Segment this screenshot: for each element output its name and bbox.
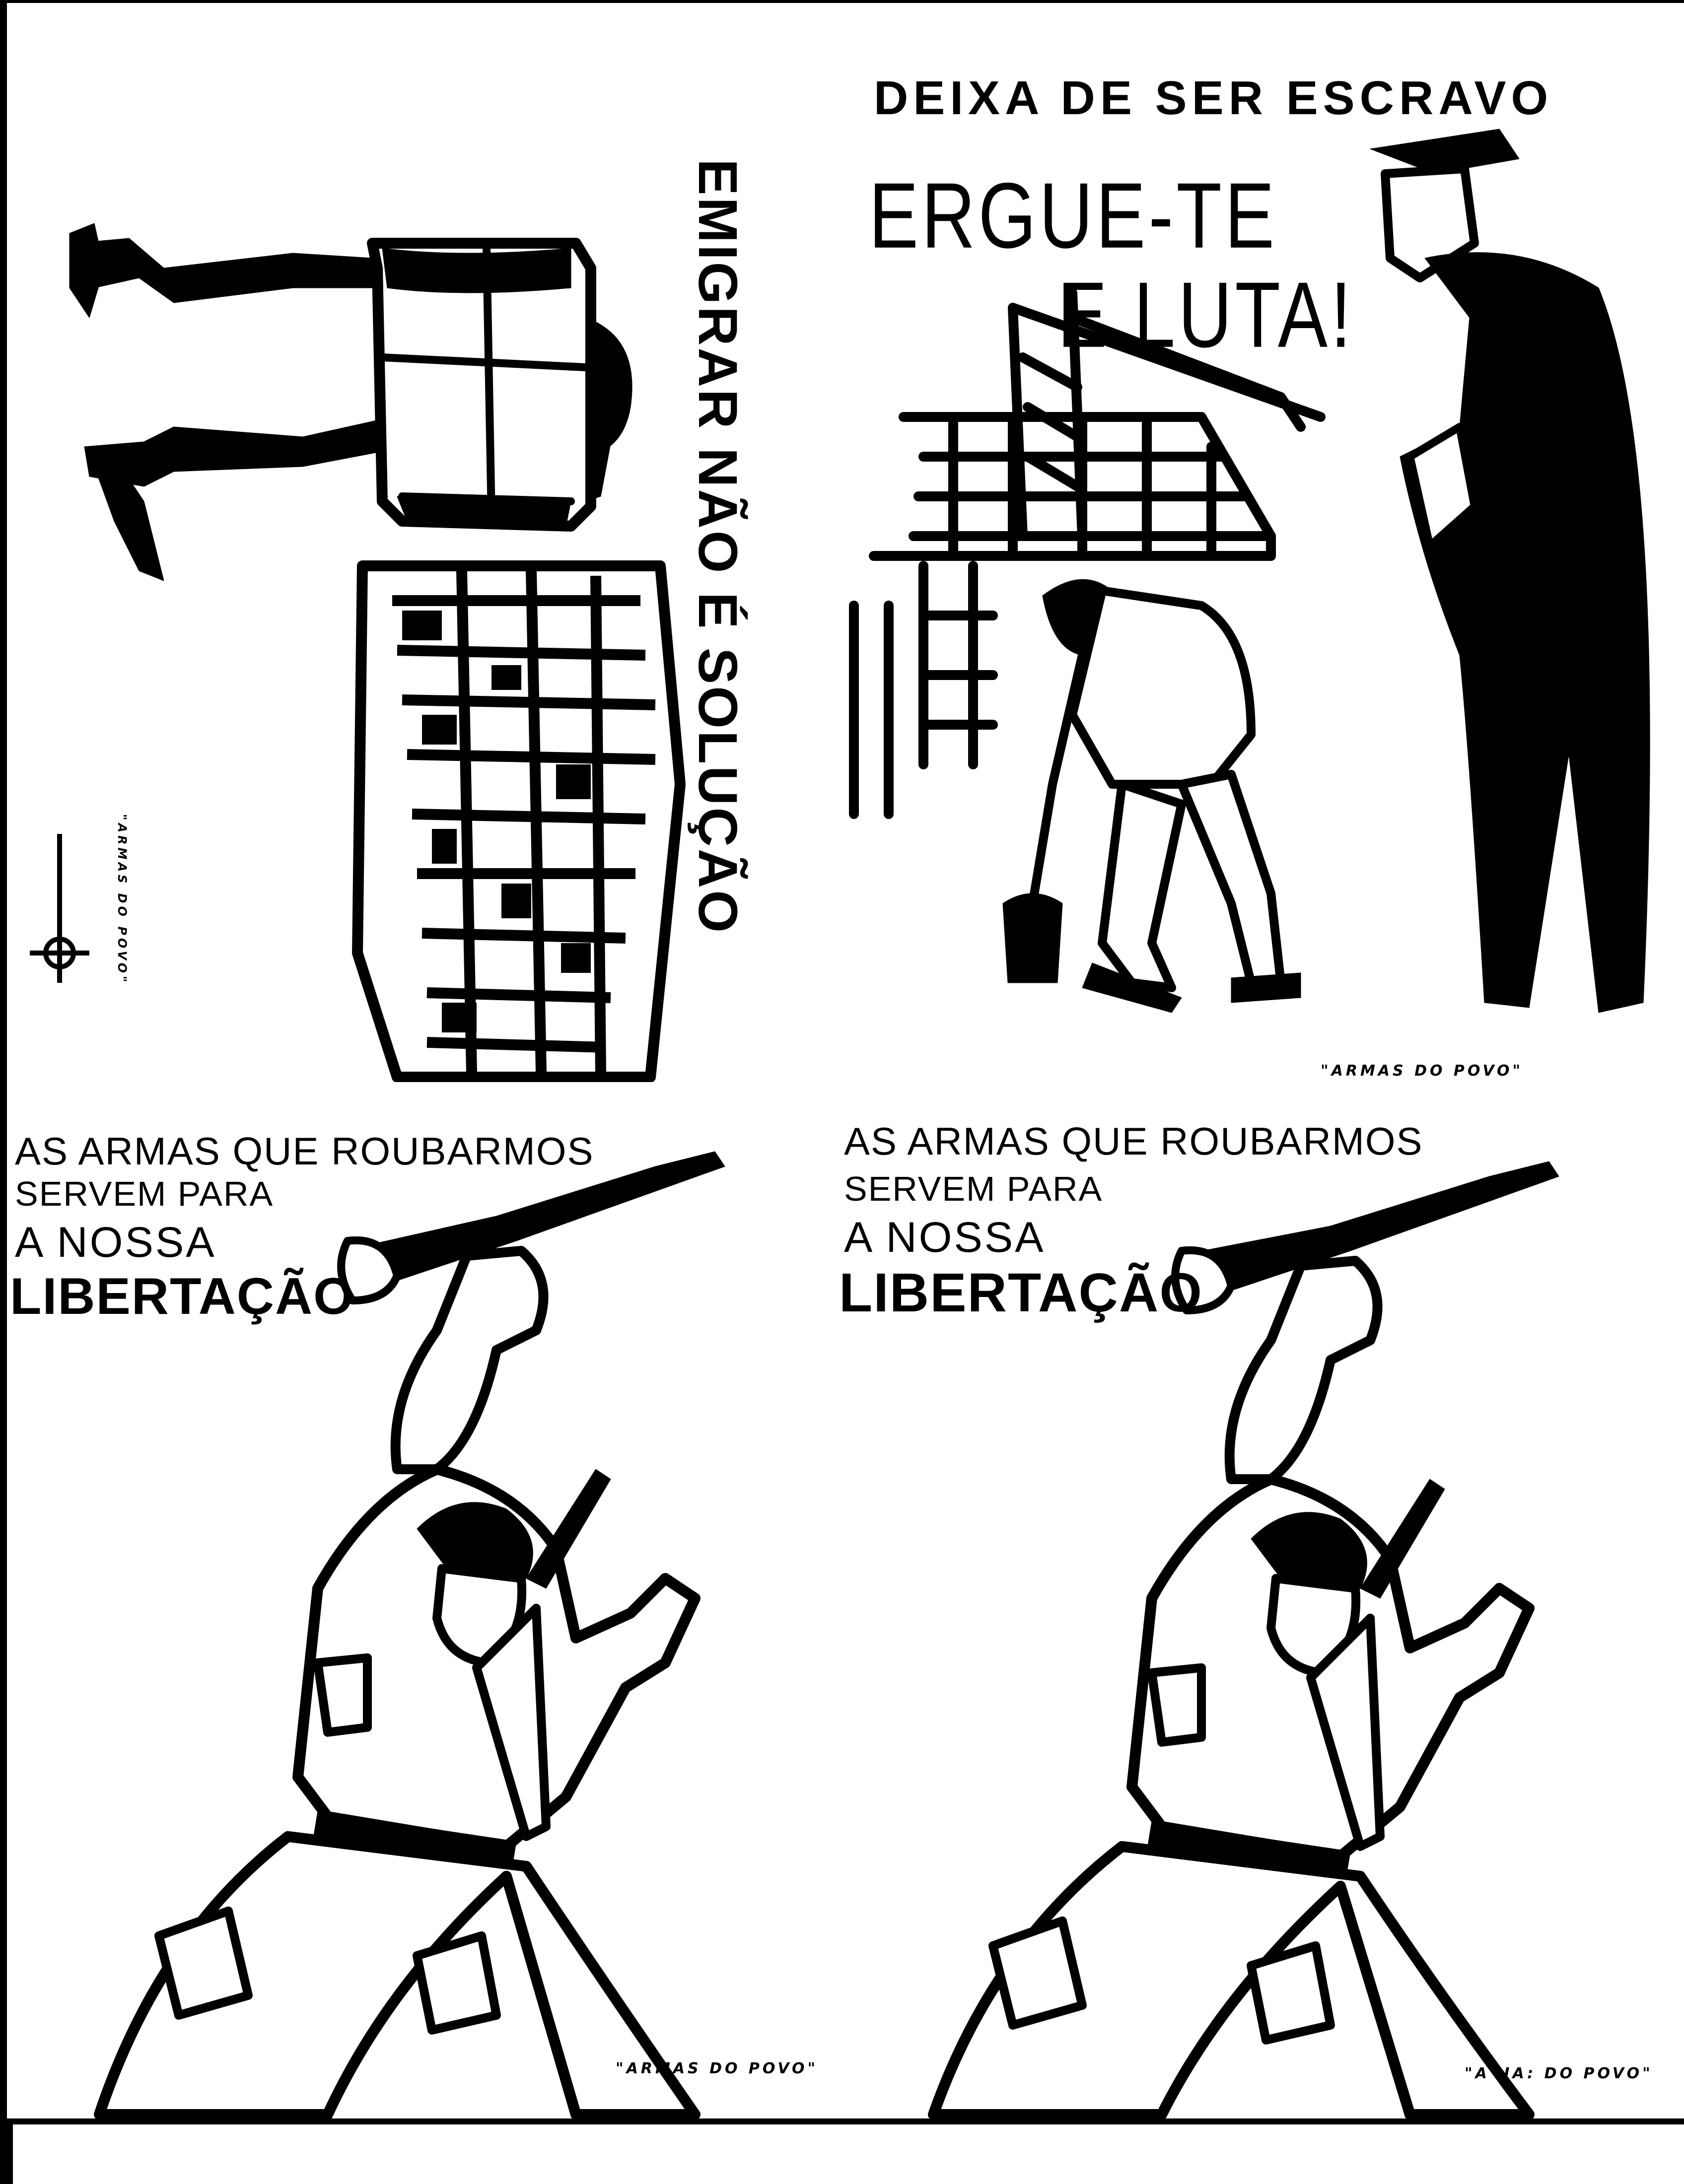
armas-right-line3: A NOSSA xyxy=(844,1214,1046,1261)
panel-armas-right: AS ARMAS QUE ROUBARMOS SERVEM PARA A NOS… xyxy=(839,1092,1683,2119)
armas-right-line2: SERVEM PARA xyxy=(844,1169,1103,1208)
bottom-border xyxy=(0,2118,1684,2124)
left-border xyxy=(0,0,7,2184)
armas-right-line4: LIBERTAÇÃO xyxy=(839,1262,1203,1323)
emigrant-illustration xyxy=(30,223,686,1082)
bottom-left-border xyxy=(0,2118,13,2184)
armas-left-line3: A NOSSA xyxy=(15,1219,216,1266)
escravo-line2: ERGUE-TE xyxy=(869,163,1278,268)
escravo-credit: "ARMAS DO POVO" xyxy=(1321,1062,1524,1080)
panel-armas-left: AS ARMAS QUE ROUBARMOS SERVEM PARA A NOS… xyxy=(10,1092,844,2119)
panel-emigrar: EMIGRAR NÃO É SOLUÇÃO "ARMAS DO POVO" xyxy=(15,10,819,1082)
emigrar-credit: "ARMAS DO POVO" xyxy=(115,814,129,985)
armas-right-credit: "A IA: DO POVO" xyxy=(1465,2065,1653,2082)
armas-left-line1: AS ARMAS QUE ROUBARMOS xyxy=(15,1129,594,1173)
escravo-line3: E LUTA! xyxy=(1057,262,1354,367)
panel-escravo: DEIXA DE SER ESCRAVO ERGUE-TE E LUTA! "A… xyxy=(824,10,1683,1092)
emigrar-slogan: EMIGRAR NÃO É SOLUÇÃO xyxy=(687,159,748,935)
top-border xyxy=(0,0,1684,3)
escravo-line1: DEIXA DE SER ESCRAVO xyxy=(874,71,1553,125)
soldier-illustration-right xyxy=(928,1161,1559,2119)
construction-illustration xyxy=(849,129,1650,1013)
armas-right-line1: AS ARMAS QUE ROUBARMOS xyxy=(844,1119,1423,1163)
armas-left-credit: "ARMAS DO POVO" xyxy=(616,2060,819,2077)
armas-left-line4: LIBERTAÇÃO xyxy=(10,1268,355,1325)
soldier-illustration-left xyxy=(94,1151,725,2119)
armas-left-line2: SERVEM PARA xyxy=(15,1174,274,1213)
